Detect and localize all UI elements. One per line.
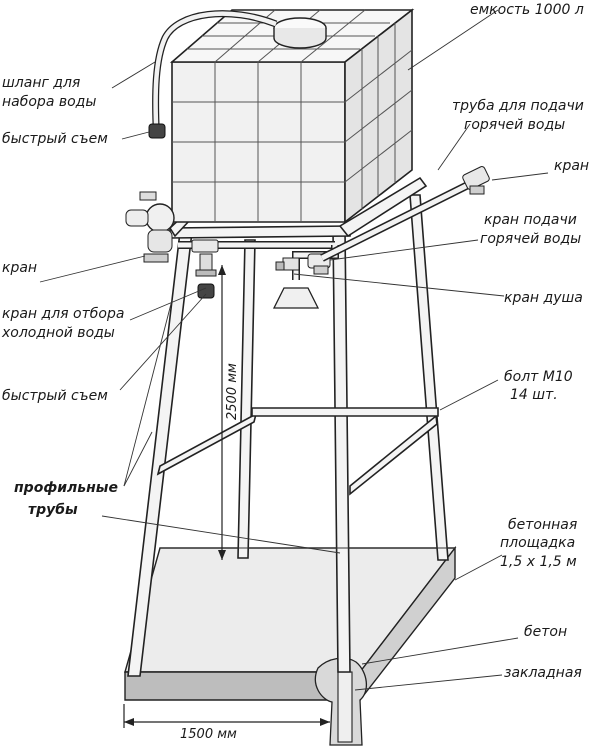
label-tank: емкость 1000 л [470,2,584,18]
label-valve-right: кран [554,158,589,174]
label-quick-connect-bottom: быстрый съем [2,388,108,404]
water-tank [169,8,415,224]
width-dimension: 1500 мм [123,704,330,742]
quick-connect-top-fitting [148,123,166,139]
label-bolt-line2: 14 шт. [510,387,558,403]
height-dimension: 2500 мм [218,265,240,560]
label-cold-valve-line2: холодной воды [1,325,115,341]
concrete-pad [124,545,457,703]
hot-water-pipe [320,166,490,262]
label-profile-line1: профильные [14,480,118,496]
height-label: 2500 мм [225,363,240,420]
shower-head [272,287,320,309]
embedded-foot [314,657,367,746]
callout-labels: емкость 1000 л шланг для набора воды быс… [1,2,589,681]
label-hot-pipe-line1: труба для подачи [452,98,584,114]
label-pad-line2: площадка [500,535,575,551]
label-embed: закладная [504,665,582,681]
label-pad-line1: бетонная [508,517,577,533]
label-concrete: бетон [524,624,567,640]
label-profile-line2: трубы [28,502,78,518]
label-hot-pipe-line2: горячей воды [464,117,565,133]
label-hose-line1: шланг для [2,75,80,91]
frame-legs [127,194,455,677]
label-quick-connect-top: быстрый съем [2,131,108,147]
left-valve-assembly [125,191,175,263]
quick-connect-bottom-fitting [197,283,215,299]
label-hot-valve-line2: горячей воды [480,231,581,247]
cold-water-valve [178,239,335,299]
fill-hose [148,10,278,139]
label-pad-line3: 1,5 х 1,5 м [500,554,577,570]
label-valve-left: кран [2,260,37,276]
label-bolt-line1: болт М10 [504,369,573,385]
label-shower-valve: кран душа [504,290,583,306]
label-hot-valve-line1: кран подачи [484,212,577,228]
label-cold-valve-line1: кран для отбора [2,306,124,322]
width-label: 1500 мм [180,727,237,742]
label-hose-line2: набора воды [2,94,96,110]
leader-lines [39,9,549,691]
